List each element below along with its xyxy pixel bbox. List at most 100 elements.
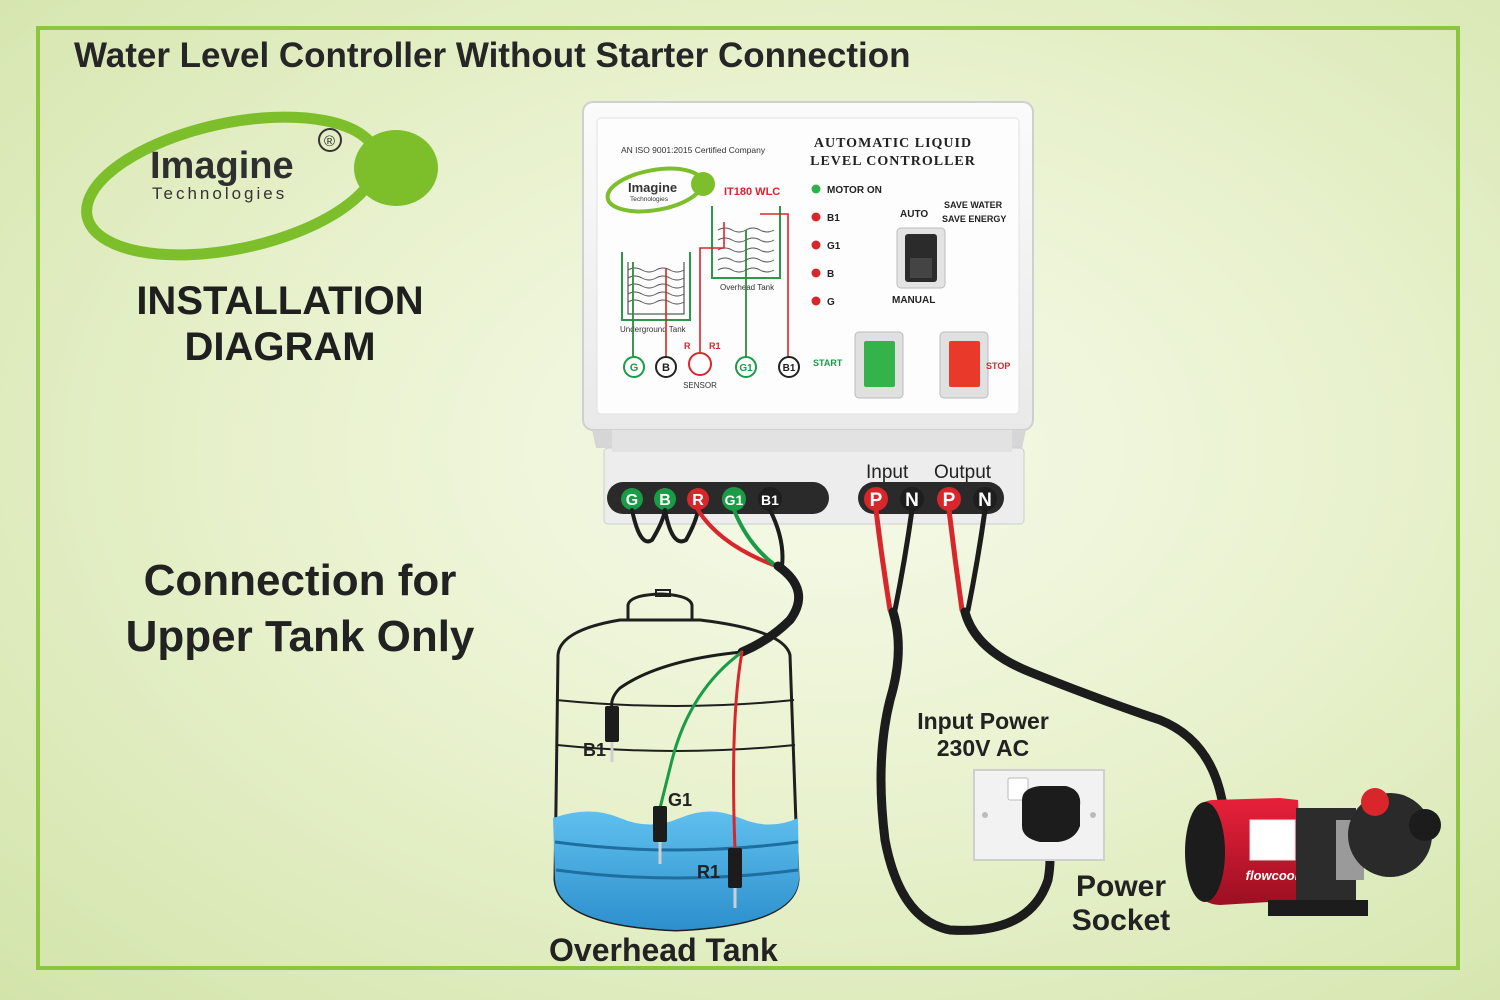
sensor-cable: [737, 561, 803, 657]
panel-logo-sub: Technologies: [630, 196, 669, 203]
face-terminal-g: [623, 356, 645, 378]
output-group-label: Output: [934, 462, 992, 483]
input-power-cable: [876, 607, 1055, 935]
led-g: [811, 296, 821, 306]
sensor-label: SENSOR: [683, 381, 717, 390]
panel-wiring-diagram: Underground Tank Overhead Tank G B R R1 …: [620, 206, 800, 390]
underground-water-outline: [627, 262, 685, 315]
tank-water: [553, 811, 799, 930]
jumper-g-b: [630, 508, 667, 544]
terminal-b[interactable]: [654, 488, 676, 510]
tank-lid: [626, 592, 694, 620]
terminal-g[interactable]: [621, 488, 643, 510]
led-g1: [811, 240, 821, 250]
terminal-cover-ridges: [612, 430, 1012, 452]
pump-label-plate: [1249, 819, 1296, 861]
led-b-label: B: [827, 269, 834, 280]
indicator-leds: MOTOR ON B1 G1 B G: [811, 184, 882, 308]
terminal-output-n-label: N: [978, 490, 992, 511]
power-socket-label: Power Socket: [1064, 870, 1178, 938]
wire-output-p: [946, 507, 965, 613]
model-number: IT180 WLC: [724, 186, 780, 198]
power-terminal-strip: [858, 482, 1004, 514]
face-terminal-b1: [778, 356, 800, 378]
wire-r-to-bundle: [696, 508, 778, 568]
terminal-input-p[interactable]: [864, 487, 888, 511]
slogan-line1: SAVE WATER: [944, 200, 1003, 210]
pump-outlet-cap: [1361, 788, 1389, 816]
terminal-input-n-label: N: [905, 490, 919, 511]
terminal-r[interactable]: [687, 488, 709, 510]
switch-auto-label: AUTO: [900, 209, 928, 220]
slogan-line2: SAVE ENERGY: [942, 214, 1006, 224]
terminal-output-n[interactable]: [973, 487, 997, 511]
face-terminal-b: [655, 356, 677, 378]
auto-manual-switch[interactable]: [896, 227, 946, 289]
face-terminal-b1-label: B1: [783, 363, 796, 374]
power-socket-line1: Power: [1075, 870, 1167, 903]
face-terminal-r-label: R: [684, 341, 691, 351]
face-terminal-b-label: B: [662, 362, 670, 374]
logo-brand-sub: Technologies: [152, 184, 287, 203]
terminal-input-p-label: P: [870, 490, 883, 511]
face-terminal-g1-label: G1: [739, 363, 753, 374]
led-b1-label: B1: [827, 213, 840, 224]
iso-certification-text: AN ISO 9001:2015 Certified Company: [621, 145, 766, 155]
underground-water-lines: [627, 267, 685, 305]
terminal-input-n[interactable]: [900, 487, 924, 511]
upper-tank-note: Connection for Upper Tank Only: [125, 556, 475, 661]
panel-logo-dot: [691, 172, 715, 196]
led-motor-on-label: MOTOR ON: [827, 185, 882, 196]
wire-r1-probe: [732, 650, 744, 852]
led-g-label: G: [827, 297, 835, 308]
start-label: START: [813, 358, 843, 368]
tank-lid-knob: [655, 589, 671, 597]
input-power-line2: 230V AC: [936, 735, 1030, 761]
terminal-output-p[interactable]: [937, 487, 961, 511]
terminal-b1-label: B1: [761, 492, 779, 508]
product-title-line2: LEVEL CONTROLLER: [810, 154, 976, 169]
power-socket-line2: Socket: [1071, 904, 1171, 937]
terminal-r-label: R: [692, 492, 704, 509]
wiring: [610, 507, 1227, 935]
logo-brand-name: Imagine: [150, 145, 294, 187]
sensor-terminal: [688, 352, 712, 376]
panel-logo-name: Imagine: [628, 180, 677, 195]
stop-button-cap[interactable]: [949, 341, 980, 387]
product-title-line1: AUTOMATIC LIQUID: [814, 136, 972, 151]
overhead-tank-label: Overhead Tank: [549, 932, 778, 968]
probe-r1-label: R1: [697, 862, 721, 882]
green-border-frame: [36, 26, 1460, 970]
underground-tank-label: Underground Tank: [620, 325, 687, 334]
wire-g1-to-bundle: [732, 508, 778, 568]
led-g1-label: G1: [827, 241, 841, 252]
pump-brand: flowcool: [1246, 868, 1299, 883]
socket-screw-right: [1090, 812, 1096, 818]
probe-g1-label: G1: [668, 790, 693, 810]
terminal-g-label: G: [626, 492, 638, 509]
led-b1: [811, 212, 821, 222]
start-button-cap[interactable]: [864, 341, 895, 387]
face-terminal-g-label: G: [630, 362, 639, 374]
jumper-b-r: [663, 508, 700, 544]
wire-b1-probe: [610, 650, 744, 710]
stop-button[interactable]: [939, 331, 989, 399]
led-motor-on: [811, 184, 821, 194]
wire-input-n: [892, 507, 915, 613]
water-pump: flowcool: [1185, 788, 1441, 916]
registered-mark-icon: [318, 128, 342, 152]
socket-switch[interactable]: [1007, 777, 1029, 801]
terminal-g1-label: G1: [725, 492, 744, 508]
logo-reg-text: ®: [324, 133, 335, 150]
pump-end-cap: [1185, 802, 1225, 902]
probes: [605, 706, 742, 908]
face-terminal-g1: [735, 356, 757, 378]
terminal-b1[interactable]: [758, 487, 782, 511]
plug-icon: [1022, 786, 1081, 842]
start-button[interactable]: [854, 331, 904, 399]
overhead-mini-tank-label: Overhead Tank: [720, 283, 775, 292]
probe-r1: [728, 848, 742, 888]
terminal-g1[interactable]: [722, 487, 746, 511]
